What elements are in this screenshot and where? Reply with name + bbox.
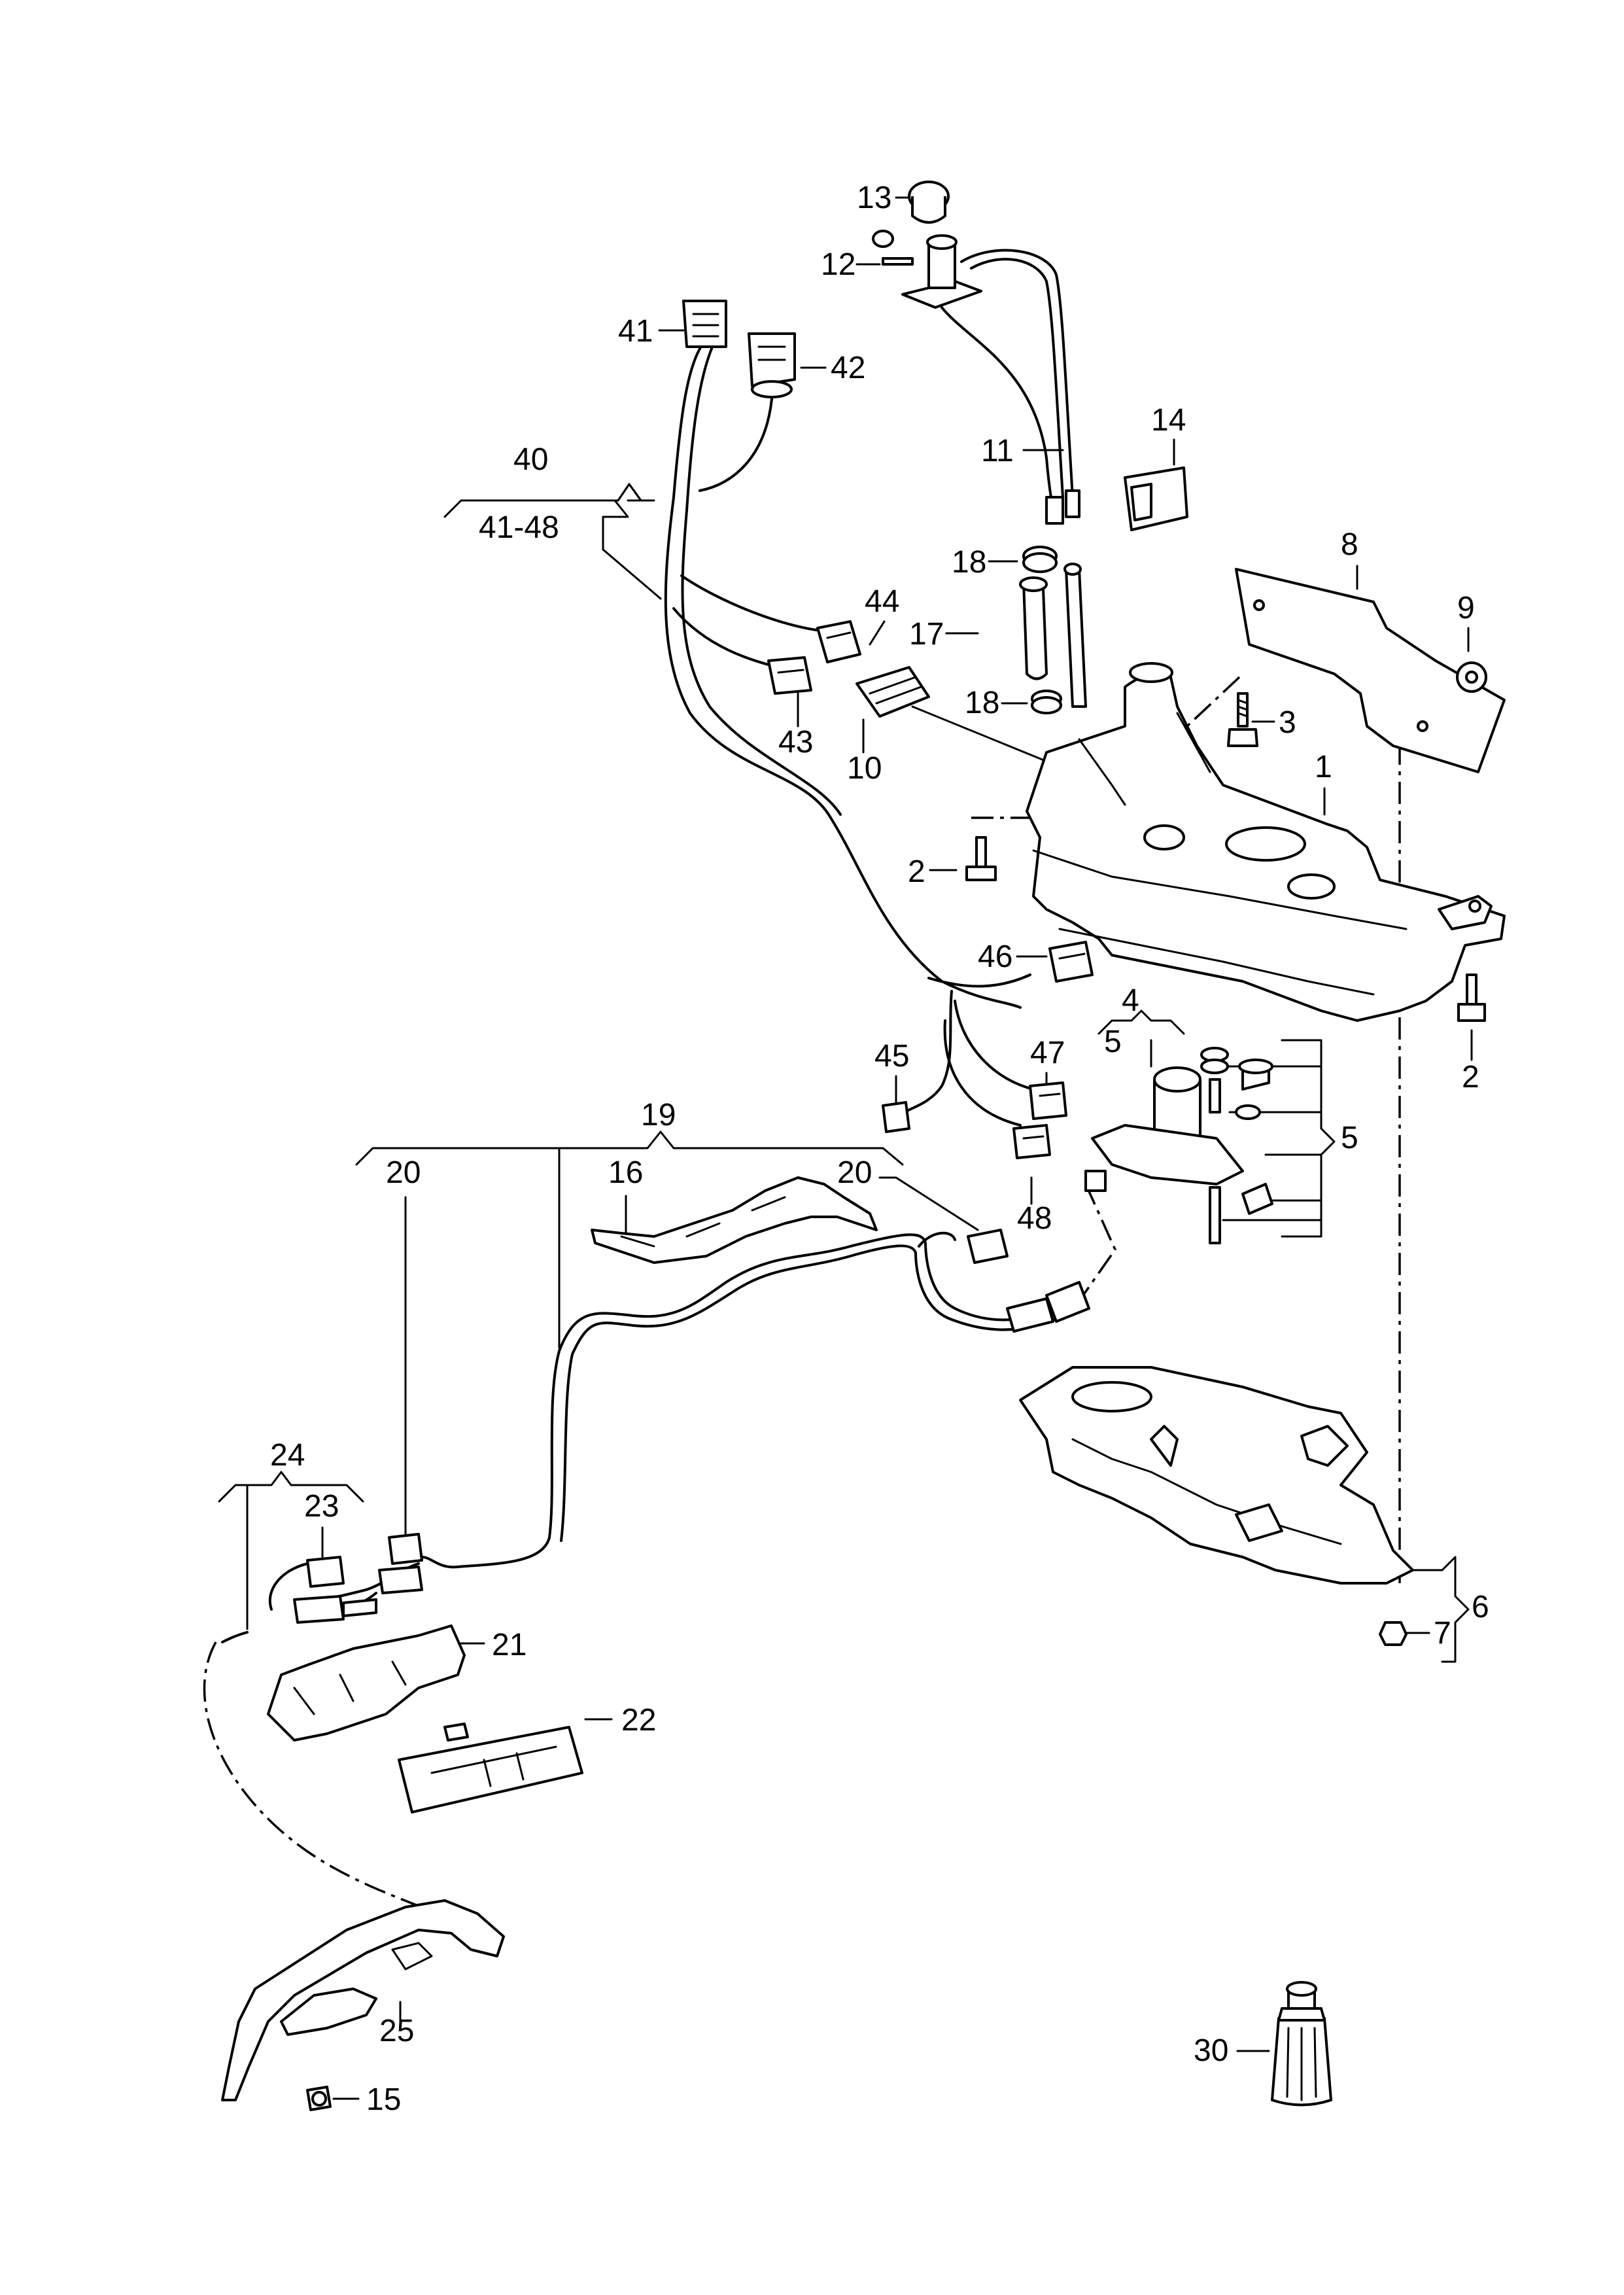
part-3-bolt xyxy=(1227,692,1258,747)
callout-41: 41 xyxy=(618,314,653,349)
callout-45: 45 xyxy=(874,1039,909,1074)
callout-17: 17 xyxy=(909,617,944,652)
callout-18-lower: 18 xyxy=(965,686,999,720)
callout-10: 10 xyxy=(847,751,882,786)
wiring-harness xyxy=(221,249,1074,1643)
part-10-relay xyxy=(855,666,930,718)
callout-48: 48 xyxy=(1017,1201,1052,1236)
part-6-tray xyxy=(1019,1366,1414,1585)
callout-labels: 13 12 41 42 40 41-48 14 11 18 8 9 44 17 … xyxy=(270,181,1489,2117)
part-18-clamp-upper xyxy=(1022,546,1058,573)
callout-15: 15 xyxy=(366,2082,401,2117)
part-18-clamp-lower xyxy=(1031,690,1062,714)
callout-6: 6 xyxy=(1472,1590,1489,1624)
callout-4: 4 xyxy=(1122,983,1139,1018)
part-23-connector xyxy=(306,1556,345,1588)
callout-2-right: 2 xyxy=(1462,1060,1479,1095)
callout-42: 42 xyxy=(831,351,865,385)
part-22-light xyxy=(398,1723,583,1813)
part-5-pump xyxy=(1084,1047,1273,1244)
callout-20-left: 20 xyxy=(386,1155,421,1190)
part-25-trim xyxy=(221,1899,505,2101)
callout-44: 44 xyxy=(865,584,899,619)
parts xyxy=(221,181,1506,2111)
part-12-filler-neck xyxy=(872,230,982,309)
part-15-screw xyxy=(306,2086,332,2111)
leader-lines xyxy=(218,196,1473,2100)
callout-16: 16 xyxy=(608,1155,643,1190)
part-30-bottle xyxy=(1271,1981,1332,2107)
part-46-connector xyxy=(1048,941,1094,983)
part-24-cable xyxy=(293,1566,423,1624)
callout-13: 13 xyxy=(857,181,891,215)
callout-5-right: 5 xyxy=(1341,1121,1358,1155)
callout-7: 7 xyxy=(1434,1616,1451,1651)
callout-21: 21 xyxy=(492,1628,527,1662)
callout-41-48: 41-48 xyxy=(479,510,559,545)
callout-12: 12 xyxy=(821,247,855,282)
callout-24: 24 xyxy=(270,1438,305,1473)
callout-20-right: 20 xyxy=(837,1155,872,1190)
part-47-connector xyxy=(1029,1081,1067,1120)
part-13-cap xyxy=(908,181,950,224)
part-2-bolt-left xyxy=(965,836,997,881)
part-20-connector-right xyxy=(967,1229,1009,1264)
callout-46: 46 xyxy=(978,939,1012,974)
callout-8: 8 xyxy=(1341,527,1358,562)
part-14-clip xyxy=(1124,466,1188,531)
part-43-connector xyxy=(767,656,812,695)
part-42-connector xyxy=(748,332,796,398)
callout-30: 30 xyxy=(1194,2033,1228,2068)
part-41-connector xyxy=(682,300,727,348)
callout-11: 11 xyxy=(981,434,1014,468)
callout-2-left: 2 xyxy=(908,854,925,889)
part-20-connector-left xyxy=(388,1533,423,1565)
part-48-connector xyxy=(1012,1124,1051,1159)
part-8-heat-shield xyxy=(1235,568,1506,773)
part-11-hose xyxy=(1045,489,1080,525)
part-17-hose xyxy=(1019,576,1048,680)
part-9-clip xyxy=(1456,661,1487,693)
part-45-connector xyxy=(882,1101,910,1133)
part-2-bolt-right xyxy=(1457,973,1486,1022)
callout-5-top: 5 xyxy=(1104,1025,1122,1059)
callout-47: 47 xyxy=(1030,1036,1065,1070)
part-44-connector xyxy=(816,620,861,663)
callout-3: 3 xyxy=(1279,705,1296,740)
part-1-tank xyxy=(1026,662,1506,1022)
callout-19: 19 xyxy=(641,1098,676,1132)
part-21-bracket xyxy=(267,1624,466,1742)
part-harness-connector xyxy=(1006,1281,1090,1333)
part-16-bracket xyxy=(591,1176,878,1264)
callout-25: 25 xyxy=(379,2014,414,2048)
callout-23: 23 xyxy=(304,1489,339,1524)
callout-18-upper: 18 xyxy=(952,545,986,580)
part-7-nut xyxy=(1379,1621,1408,1646)
callout-40: 40 xyxy=(513,442,548,477)
callout-14: 14 xyxy=(1151,403,1186,438)
callout-1: 1 xyxy=(1315,750,1332,784)
callout-9: 9 xyxy=(1457,591,1475,625)
part-vent-pipe xyxy=(1063,563,1087,708)
callout-22: 22 xyxy=(621,1703,656,1738)
callout-43: 43 xyxy=(778,725,813,760)
